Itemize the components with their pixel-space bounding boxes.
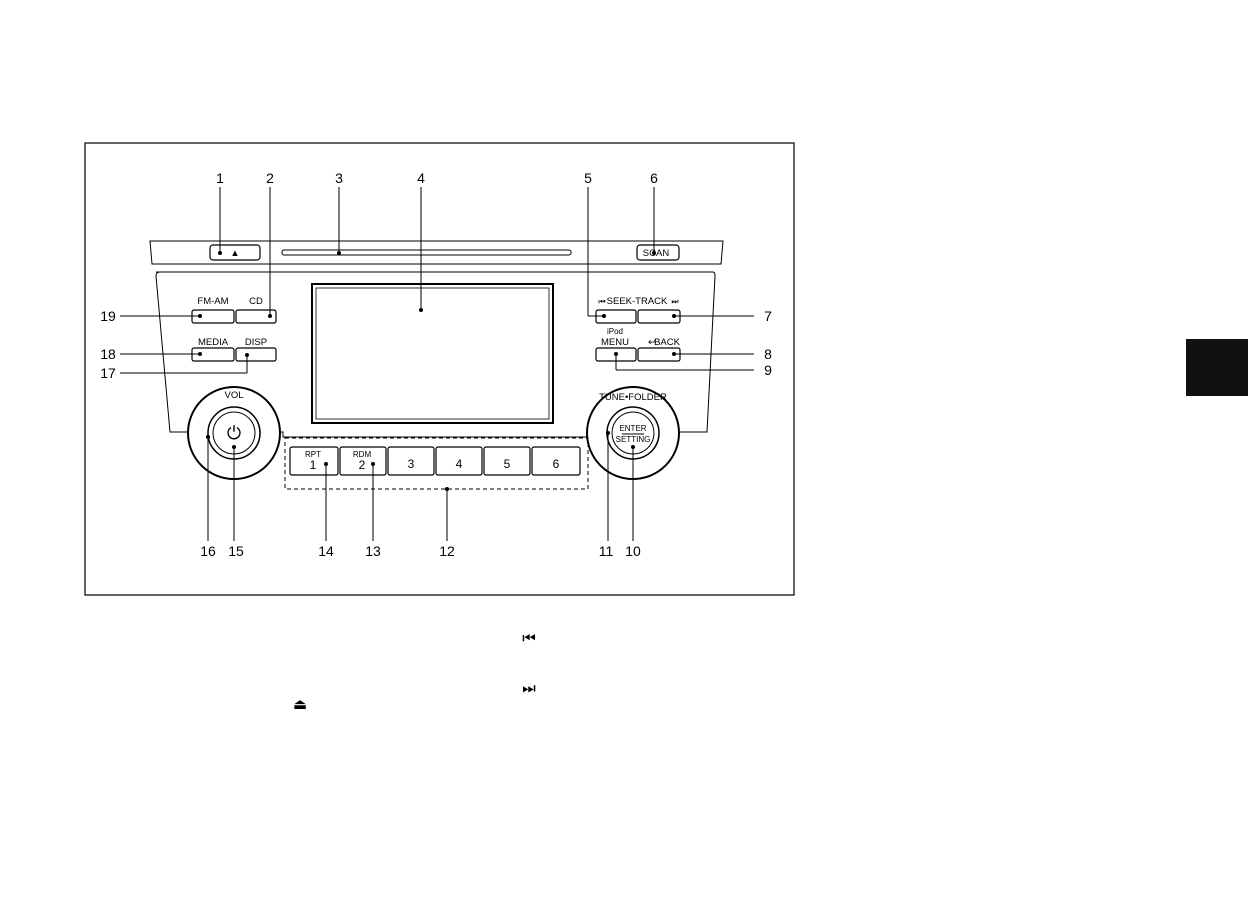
disp-button[interactable] <box>236 348 276 361</box>
callout-3: 3 <box>335 170 343 186</box>
callout-18: 18 <box>100 346 116 362</box>
callout-12: 12 <box>439 543 455 559</box>
preset-label-3: 3 <box>408 457 415 471</box>
eject-button[interactable]: ▲ <box>210 245 260 260</box>
callout-19: 19 <box>100 308 116 324</box>
callout-9: 9 <box>764 362 772 378</box>
callout-8: 8 <box>764 346 772 362</box>
preset-label-6: 6 <box>553 457 560 471</box>
preset-label-4: 4 <box>456 457 463 471</box>
preset-label-1: 1 <box>310 458 317 472</box>
callout-7: 7 <box>764 308 772 324</box>
next-track-icon: ⏭ <box>522 680 536 697</box>
power-icon: ⏻ <box>227 423 241 443</box>
cd-label: CD <box>249 296 263 307</box>
svg-text:▲: ▲ <box>230 248 239 259</box>
ipod-label: iPod <box>607 327 623 336</box>
seek-track-label: SEEK-TRACK <box>607 296 668 307</box>
preset-label-2: 2 <box>359 458 366 472</box>
callout-15: 15 <box>228 543 244 559</box>
cd-slot <box>282 250 571 255</box>
callout-14: 14 <box>318 543 334 559</box>
display-inner <box>316 288 549 419</box>
fm-am-label: FM-AM <box>197 296 228 307</box>
callout-11: 11 <box>599 543 614 559</box>
back-label: BACK <box>654 337 681 348</box>
setting-label: SETTING <box>616 435 651 444</box>
callout-13: 13 <box>365 543 381 559</box>
svg-text:SCAN: SCAN <box>643 248 670 259</box>
scan-button[interactable]: SCAN <box>637 245 679 260</box>
callout-17: 17 <box>100 365 116 381</box>
callout-10: 10 <box>625 543 641 559</box>
callout-6: 6 <box>650 170 658 186</box>
vol-label: VOL <box>224 390 243 401</box>
section-tab <box>1186 339 1248 396</box>
seek-next-icon: ⏭ <box>671 297 678 306</box>
callout-4: 4 <box>417 170 425 186</box>
disp-label: DISP <box>245 337 267 348</box>
seek-prev-icon: ⏮ <box>598 297 605 306</box>
enter-label: ENTER <box>619 424 646 433</box>
menu-label: MENU <box>601 337 629 348</box>
media-label: MEDIA <box>198 337 229 348</box>
callout-1: 1 <box>216 170 224 186</box>
callout-16: 16 <box>200 543 216 559</box>
prev-track-icon: ⏮ <box>522 630 536 647</box>
preset-label-5: 5 <box>504 457 511 471</box>
callout-2: 2 <box>266 170 274 186</box>
callout-5: 5 <box>584 170 592 186</box>
tune-folder-label: TUNE•FOLDER <box>599 392 667 403</box>
eject-icon: ⏏ <box>293 696 307 713</box>
